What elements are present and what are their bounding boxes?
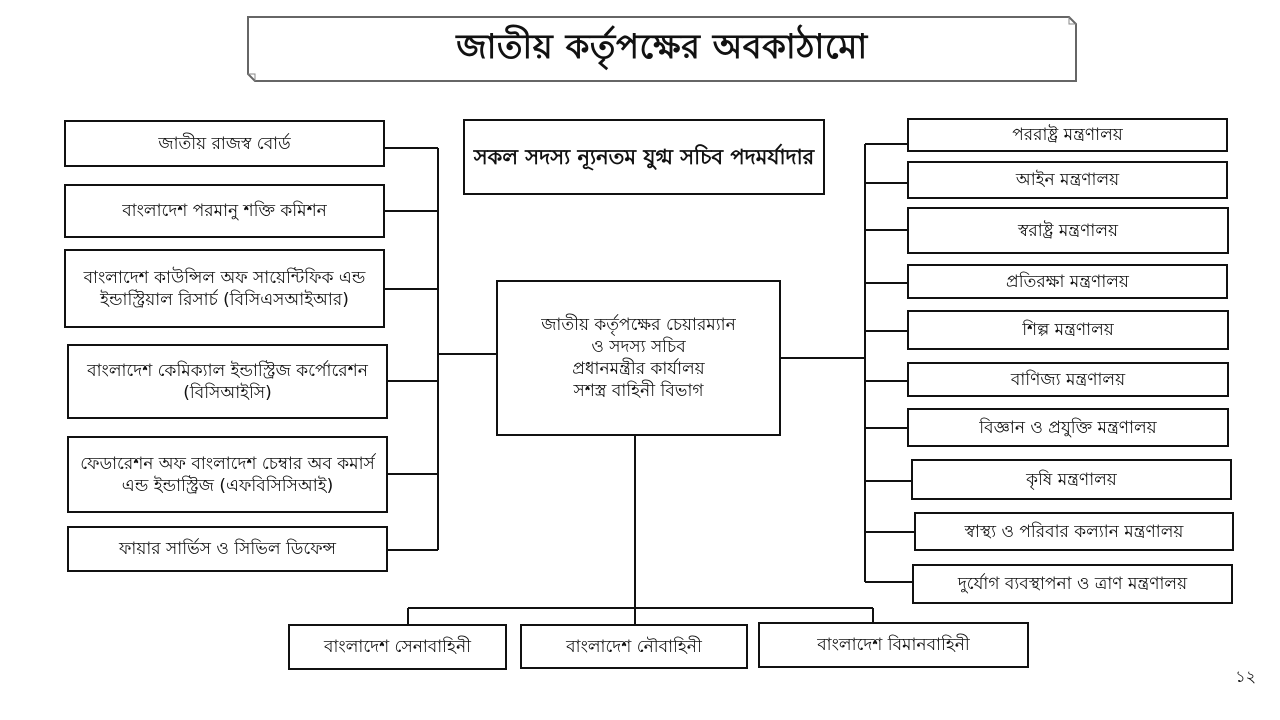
right-box-label: আইন মন্ত্রণালয় <box>1015 170 1120 190</box>
left-box-nbr: জাতীয় রাজস্ব বোর্ড <box>64 120 385 167</box>
bottom-box-label: বাংলাদেশ বিমানবাহিনী <box>817 635 970 655</box>
right-box-home-affairs: স্বরাষ্ট্র মন্ত্রণালয় <box>907 207 1229 254</box>
right-box-industries: শিল্প মন্ত্রণালয় <box>907 310 1229 350</box>
right-box-label: কৃষি মন্ত্রণালয় <box>1026 469 1117 490</box>
note-box-text: সকল সদস্য ন্যূনতম যুগ্ম সচিব পদমর্যাদার <box>473 144 815 169</box>
left-box-label: বাংলাদেশ কেমিক্যাল ইন্ডাস্ট্রিজ কর্পোরেশ… <box>87 360 368 403</box>
center-box-line-2: ও সদস্য সচিব <box>591 337 686 357</box>
center-box-line-1: জাতীয় কর্তৃপক্ষের চেয়ারম্যান <box>541 315 736 335</box>
title-banner-shape <box>247 16 1077 82</box>
left-box-label: জাতীয় রাজস্ব বোর্ড <box>158 133 291 154</box>
right-box-foreign-affairs: পররাষ্ট্র মন্ত্রণালয় <box>907 118 1228 152</box>
bottom-box-label: বাংলাদেশ সেনাবাহিনী <box>324 637 471 657</box>
right-box-label: দুর্যোগ ব্যবস্থাপনা ও ত্রাণ মন্ত্রণালয় <box>957 574 1188 594</box>
right-box-label: শিল্প মন্ত্রণালয় <box>1022 320 1114 340</box>
right-box-label: প্রতিরক্ষা মন্ত্রণালয় <box>1006 271 1129 292</box>
right-box-label: বিজ্ঞান ও প্রযুক্তি মন্ত্রণালয় <box>979 417 1157 438</box>
center-box-line-3: প্রধানমন্ত্রীর কার্যালয় <box>572 359 705 379</box>
left-box-bcsir: বাংলাদেশ কাউন্সিল অফ সায়েন্টিফিক এন্ড ই… <box>64 249 385 328</box>
left-box-label: ফায়ার সার্ভিস ও সিভিল ডিফেন্স <box>119 539 336 559</box>
right-box-defence: প্রতিরক্ষা মন্ত্রণালয় <box>907 264 1228 299</box>
left-box-label: বাংলাদেশ কাউন্সিল অফ সায়েন্টিফিক এন্ড ই… <box>83 267 366 310</box>
left-box-baec: বাংলাদেশ পরমানু শক্তি কমিশন <box>64 184 385 238</box>
page-number: ১২ <box>1235 667 1256 686</box>
right-box-law: আইন মন্ত্রণালয় <box>907 161 1228 199</box>
bottom-box-label: বাংলাদেশ নৌবাহিনী <box>566 636 702 657</box>
center-box-line-4: সশস্ত্র বাহিনী বিভাগ <box>573 381 704 401</box>
title-banner: জাতীয় কর্তৃপক্ষের অবকাঠামো <box>247 16 1077 82</box>
right-box-agriculture: কৃষি মন্ত্রণালয় <box>911 459 1232 500</box>
right-box-label: স্বাস্থ্য ও পরিবার কল্যান মন্ত্রণালয় <box>964 521 1184 542</box>
left-box-label: বাংলাদেশ পরমানু শক্তি কমিশন <box>122 201 327 221</box>
bottom-box-navy: বাংলাদেশ নৌবাহিনী <box>520 624 748 669</box>
note-box: সকল সদস্য ন্যূনতম যুগ্ম সচিব পদমর্যাদার <box>463 119 825 195</box>
right-box-health-family-welfare: স্বাস্থ্য ও পরিবার কল্যান মন্ত্রণালয় <box>914 512 1234 551</box>
left-box-fbcci: ফেডারেশন অফ বাংলাদেশ চেম্বার অব কমার্স এ… <box>67 436 388 513</box>
page-title: জাতীয় কর্তৃপক্ষের অবকাঠামো <box>456 26 868 67</box>
left-box-bcic: বাংলাদেশ কেমিক্যাল ইন্ডাস্ট্রিজ কর্পোরেশ… <box>67 344 388 419</box>
right-box-disaster-management: দুর্যোগ ব্যবস্থাপনা ও ত্রাণ মন্ত্রণালয় <box>912 564 1233 604</box>
right-box-label: বাণিজ্য মন্ত্রণালয় <box>1010 369 1126 390</box>
right-box-label: স্বরাষ্ট্র মন্ত্রণালয় <box>1018 220 1118 241</box>
bottom-box-army: বাংলাদেশ সেনাবাহিনী <box>288 624 507 670</box>
left-box-fire-service: ফায়ার সার্ভিস ও সিভিল ডিফেন্স <box>67 526 388 572</box>
right-box-science-technology: বিজ্ঞান ও প্রযুক্তি মন্ত্রণালয় <box>907 408 1229 447</box>
right-box-label: পররাষ্ট্র মন্ত্রণালয় <box>1012 125 1123 145</box>
bottom-box-air-force: বাংলাদেশ বিমানবাহিনী <box>758 622 1029 668</box>
left-box-label: ফেডারেশন অফ বাংলাদেশ চেম্বার অব কমার্স এ… <box>80 453 375 496</box>
right-box-commerce: বাণিজ্য মন্ত্রণালয় <box>907 362 1229 397</box>
center-box: জাতীয় কর্তৃপক্ষের চেয়ারম্যান ও সদস্য স… <box>496 280 781 436</box>
